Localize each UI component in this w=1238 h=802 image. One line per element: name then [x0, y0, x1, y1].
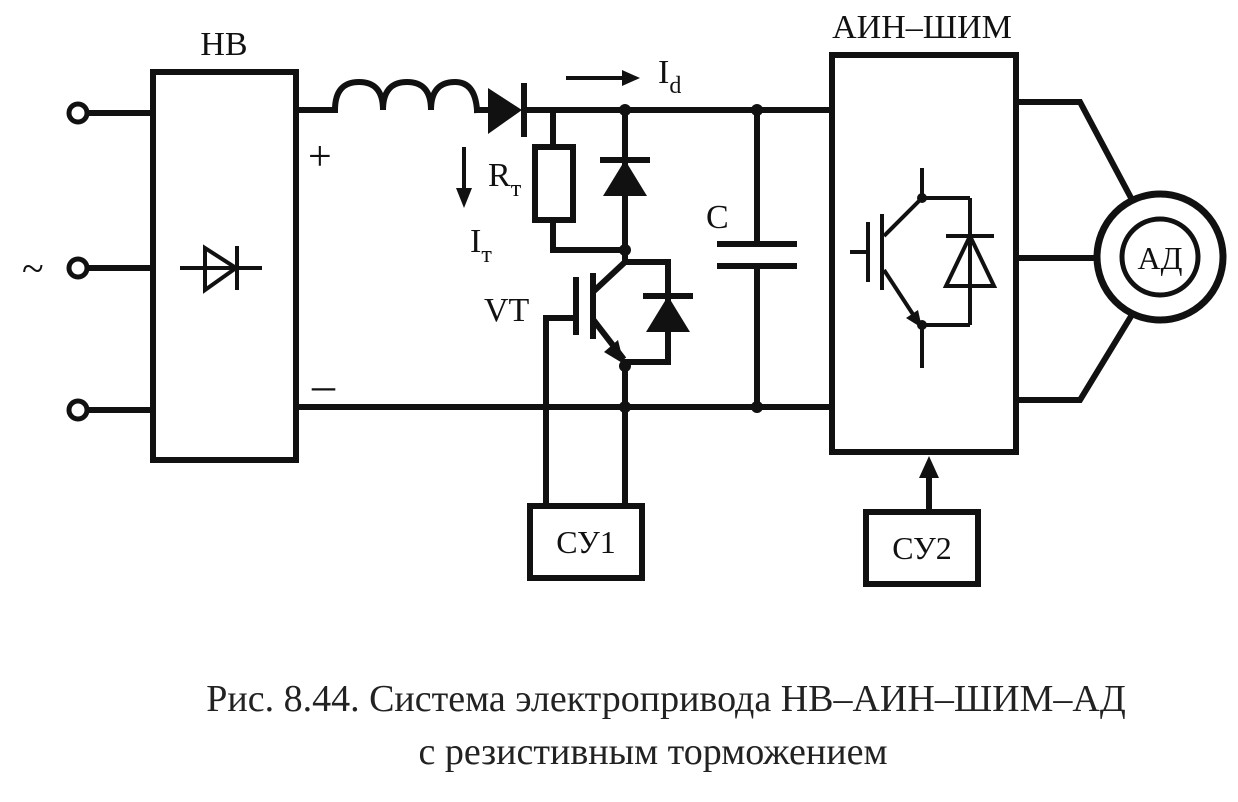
control-unit-2 — [863, 509, 981, 587]
inverter-igbt-symbol — [850, 168, 998, 368]
control-unit-1 — [527, 503, 645, 581]
junction-dot — [619, 401, 631, 413]
motor-symbol — [1093, 190, 1227, 324]
plus-sign: + — [308, 134, 332, 180]
figure-caption-line1: Рис. 8.44. Система электропривода НВ–АИН… — [206, 678, 1126, 720]
capacitor-label: C — [706, 199, 729, 236]
freewheel-diode — [600, 157, 650, 196]
terminal-circle — [66, 256, 90, 280]
rectifier-diode-symbol — [180, 244, 262, 294]
brake-transistor — [543, 247, 631, 410]
terminal-circle — [66, 101, 90, 125]
ac-symbol: ~ — [22, 246, 44, 291]
brake-current-label: Iт — [470, 223, 492, 268]
brake-current-arrow — [456, 147, 472, 208]
control-unit-2-label: СУ2 — [892, 530, 952, 566]
resistor-label: Rт — [488, 157, 522, 202]
inverter-label: АИН–ШИМ — [832, 9, 1012, 46]
rectifier-block — [150, 69, 299, 463]
minus-sign: – — [311, 359, 336, 410]
junction-dot — [619, 104, 631, 116]
dc-link-capacitor — [717, 104, 797, 413]
transistor-diode — [622, 259, 693, 365]
control-unit-1-label: СУ1 — [556, 524, 616, 560]
inverter-control-arrow — [919, 456, 939, 478]
rectifier-label: НВ — [200, 26, 247, 63]
positive-bus — [293, 78, 835, 114]
ac-terminals — [66, 101, 156, 422]
brake-resistor — [532, 144, 576, 223]
motor-label: АД — [1138, 240, 1183, 276]
terminal-circle — [66, 398, 90, 422]
inverter-block — [829, 52, 1019, 455]
series-diode — [488, 83, 527, 137]
motor-feed-wires — [1013, 99, 1135, 403]
dc-current-arrow — [566, 70, 640, 86]
dc-current-label: Id — [658, 54, 681, 99]
figure-caption-line2: с резистивным торможением — [418, 731, 887, 773]
transistor-label: VT — [484, 292, 530, 329]
